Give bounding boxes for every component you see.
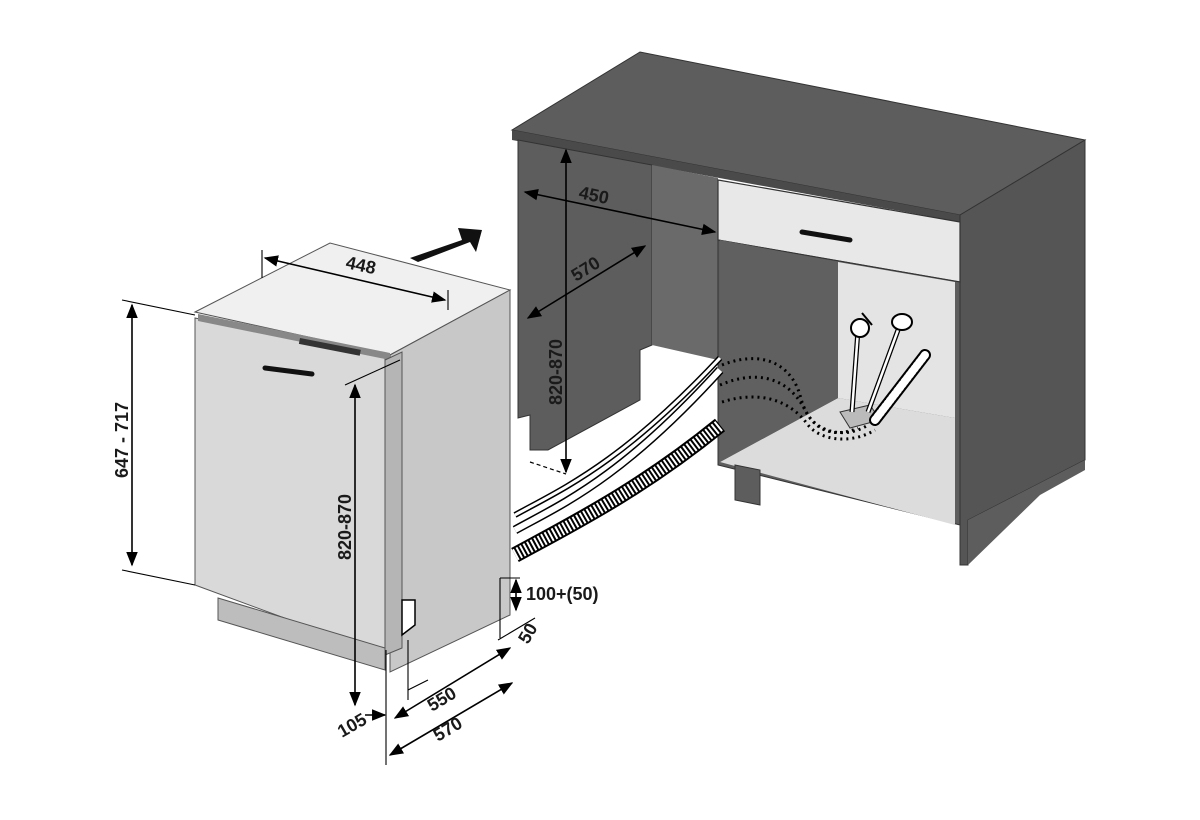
- control-buttons: [298, 338, 361, 356]
- cupboard-leg: [734, 464, 761, 506]
- label-appliance-height: 820-870: [335, 494, 355, 560]
- dishwasher: [193, 242, 512, 673]
- kitchen-cabinet: [510, 51, 1087, 566]
- connections: [849, 312, 931, 426]
- label-height-647-717: 647 - 717: [112, 402, 132, 478]
- label-offset-105: 105: [334, 709, 370, 741]
- label-depth-550: 550: [424, 683, 460, 716]
- door-handle: [262, 365, 315, 377]
- dimension-lines: [121, 148, 717, 765]
- hose-routing-dotted: [719, 357, 876, 441]
- dishwasher-plinth: [217, 597, 386, 671]
- label-plinth-100-50: 100+(50): [526, 584, 599, 604]
- push-direction-arrow: [410, 228, 482, 262]
- cupboard-interior-side: [720, 240, 838, 462]
- label-depth-570: 570: [430, 713, 466, 746]
- cabinet-side-leg: [968, 460, 1085, 565]
- label-niche-height: 820-870: [546, 339, 566, 405]
- drawer-handle: [799, 229, 853, 243]
- hoses: [511, 355, 726, 563]
- cabinet-worktop-edge: [512, 130, 960, 222]
- plug-head: [850, 318, 870, 338]
- cupboard-interior-floor: [720, 398, 955, 525]
- label-gap-50: 50: [514, 620, 541, 647]
- niche-back-wall: [652, 165, 718, 360]
